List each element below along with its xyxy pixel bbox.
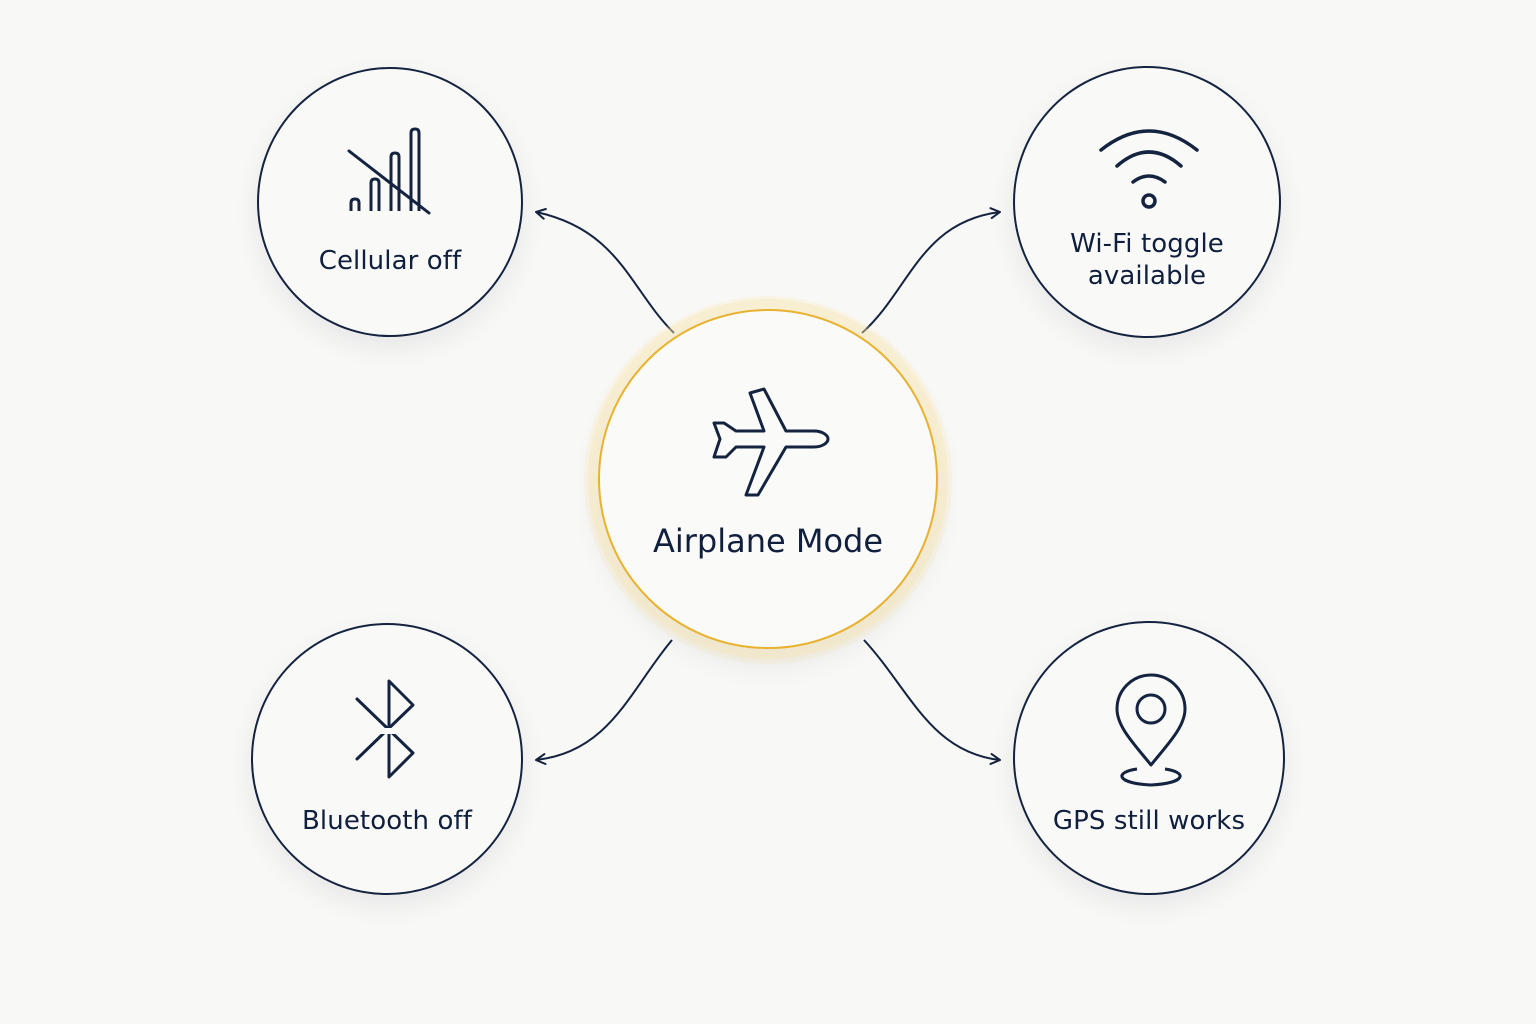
node-label-cellular: Cellular off [259, 245, 521, 277]
node-label-bluetooth: Bluetooth off [253, 805, 521, 837]
center-node-airplane-mode: Airplane Mode [598, 309, 938, 649]
arrow-to-cellular [535, 208, 675, 334]
wifi-icon [1099, 129, 1199, 209]
node-cellular: Cellular off [257, 67, 523, 337]
node-label-line: Cellular off [318, 246, 462, 276]
node-label-gps: GPS still works [1015, 805, 1283, 837]
bluetooth-off-icon [355, 679, 415, 779]
airplane-icon [712, 387, 830, 497]
node-label-line: GPS still works [1052, 806, 1246, 836]
node-label-line: Bluetooth off [302, 806, 472, 836]
node-wifi: Wi-Fi toggle available [1013, 66, 1281, 338]
location-pin-icon [1115, 673, 1187, 787]
node-bluetooth: Bluetooth off [251, 623, 523, 895]
node-label-wifi: Wi-Fi toggle available [1015, 228, 1279, 292]
node-label-line: available [1087, 261, 1207, 291]
node-gps: GPS still works [1013, 621, 1285, 895]
center-label: Airplane Mode [652, 522, 884, 560]
node-label-line: Wi-Fi toggle [1070, 229, 1224, 259]
arrow-to-gps [863, 639, 1001, 765]
cellular-off-icon [347, 127, 431, 215]
arrow-to-wifi [861, 207, 1001, 334]
arrow-to-bluetooth [535, 639, 673, 765]
